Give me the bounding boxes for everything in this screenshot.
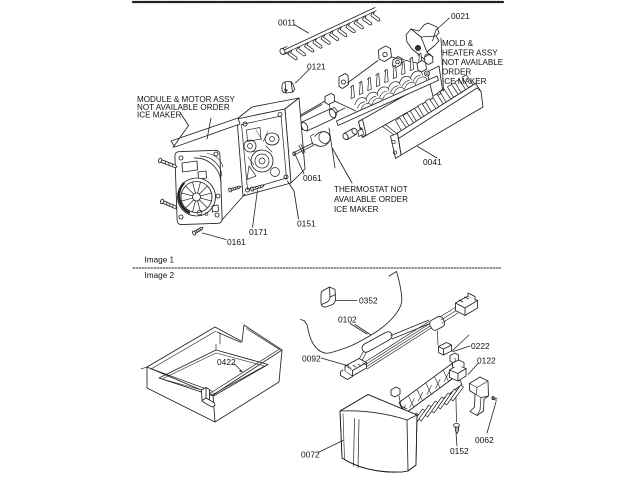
svg-text:0121: 0121 — [307, 62, 326, 72]
svg-text:0161: 0161 — [227, 237, 246, 247]
svg-text:0041: 0041 — [423, 157, 442, 167]
svg-text:NOT AVAILABLE: NOT AVAILABLE — [442, 58, 504, 67]
svg-text:0092: 0092 — [302, 354, 321, 364]
svg-text:0102: 0102 — [338, 315, 357, 325]
svg-text:0021: 0021 — [451, 11, 470, 21]
svg-text:ICE MAKER: ICE MAKER — [442, 77, 487, 86]
svg-text:0171: 0171 — [249, 227, 268, 237]
svg-text:HEATER ASSY: HEATER ASSY — [442, 49, 498, 58]
svg-text:0062: 0062 — [475, 435, 494, 445]
svg-text:ICE MAKER: ICE MAKER — [137, 111, 182, 120]
svg-text:0152: 0152 — [450, 446, 469, 456]
svg-text:0352: 0352 — [359, 296, 378, 306]
svg-text:THERMOSTAT NOT: THERMOSTAT NOT — [334, 185, 408, 194]
svg-text:AVAILABLE ORDER: AVAILABLE ORDER — [334, 195, 408, 204]
svg-text:Image 2: Image 2 — [145, 271, 175, 280]
svg-text:0422: 0422 — [217, 357, 236, 367]
svg-text:ICE MAKER: ICE MAKER — [334, 205, 379, 214]
svg-text:0151: 0151 — [297, 219, 316, 229]
svg-text:0222: 0222 — [471, 341, 490, 351]
svg-text:0061: 0061 — [303, 173, 322, 183]
svg-text:Image 1: Image 1 — [145, 255, 175, 264]
svg-text:0011: 0011 — [278, 18, 296, 28]
svg-text:MOLD &: MOLD & — [442, 39, 474, 48]
svg-text:0122: 0122 — [477, 356, 496, 366]
svg-text:0072: 0072 — [301, 450, 320, 460]
svg-text:ORDER: ORDER — [442, 68, 471, 77]
